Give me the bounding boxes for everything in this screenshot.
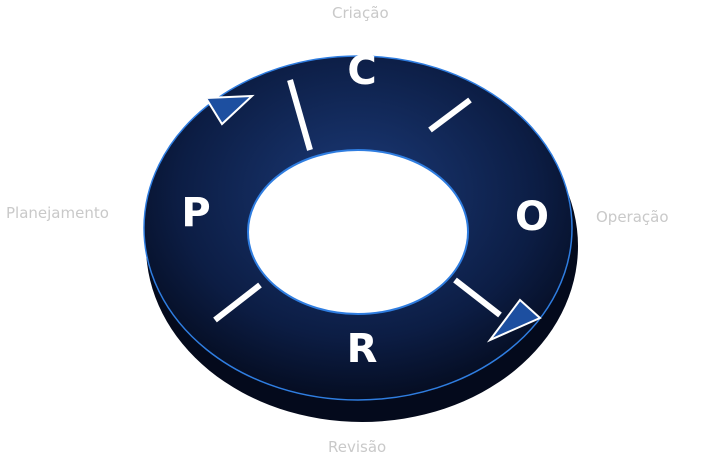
ring-inner-edge (247, 149, 469, 315)
segment-r: R (347, 326, 378, 372)
segment-c: C (347, 48, 376, 94)
label-planejamento: Planejamento (6, 204, 109, 222)
label-revisao: Revisão (328, 438, 387, 456)
divider (287, 79, 313, 151)
ring-body (143, 55, 573, 401)
arrow-icon (486, 298, 542, 343)
divider (428, 97, 472, 133)
label-criacao: Criação (332, 4, 389, 22)
label-operacao: Operação (596, 208, 669, 226)
segment-p: P (181, 190, 210, 236)
divider (453, 277, 502, 318)
divider (213, 282, 262, 323)
arrow-icon (204, 94, 255, 126)
segment-o: O (515, 194, 549, 240)
